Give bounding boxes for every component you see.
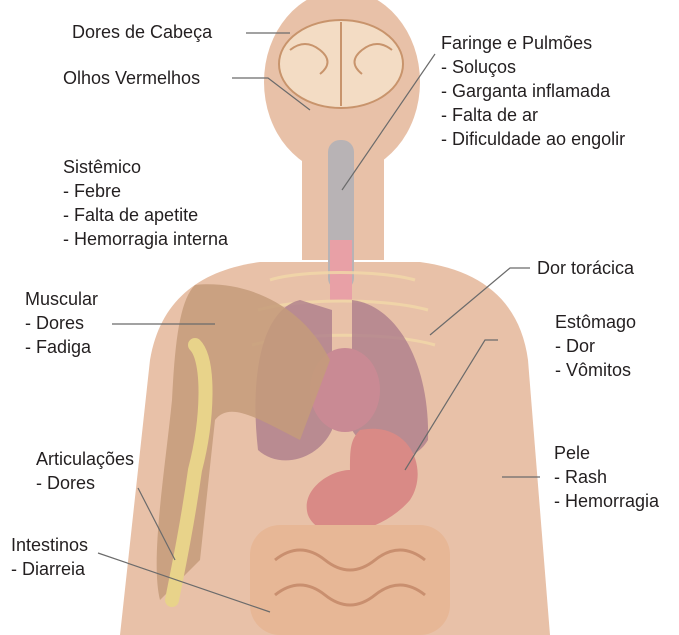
label-intestines: Intestinos - Diarreia [11,533,88,581]
label-systemic-item: - Falta de apetite [63,203,228,227]
label-joints-item: - Dores [36,471,134,495]
label-skin-title: Pele [554,441,659,465]
label-skin: Pele - Rash - Hemorragia [554,441,659,513]
label-muscular-item: - Dores [25,311,98,335]
label-joints-title: Articulações [36,447,134,471]
label-eyes: Olhos Vermelhos [63,66,200,90]
intestines-organ [250,525,450,635]
label-muscular: Muscular - Dores - Fadiga [25,287,98,359]
label-stomach-item: - Dor [555,334,636,358]
label-stomach-item: - Vômitos [555,358,636,382]
label-systemic-item: - Hemorragia interna [63,227,228,251]
label-pharynx-title: Faringe e Pulmões [441,31,625,55]
label-stomach-title: Estômago [555,310,636,334]
label-systemic: Sistêmico - Febre - Falta de apetite - H… [63,155,228,251]
label-skin-item: - Rash [554,465,659,489]
label-systemic-item: - Febre [63,179,228,203]
trachea [328,140,354,300]
label-headache-title: Dores de Cabeça [72,20,212,44]
label-muscular-item: - Fadiga [25,335,98,359]
label-pharynx-item: - Garganta inflamada [441,79,625,103]
label-pharynx-item: - Soluços [441,55,625,79]
label-chest: Dor torácica [537,256,634,280]
label-joints: Articulações - Dores [36,447,134,495]
label-intestines-title: Intestinos [11,533,88,557]
label-systemic-title: Sistêmico [63,155,228,179]
brain [279,20,403,108]
label-pharynx-item: - Falta de ar [441,103,625,127]
label-pharynx: Faringe e Pulmões - Soluços - Garganta i… [441,31,625,151]
label-headache: Dores de Cabeça [72,20,212,44]
label-skin-item: - Hemorragia [554,489,659,513]
label-intestines-item: - Diarreia [11,557,88,581]
label-eyes-title: Olhos Vermelhos [63,66,200,90]
label-chest-title: Dor torácica [537,256,634,280]
label-stomach: Estômago - Dor - Vômitos [555,310,636,382]
label-pharynx-item: - Dificuldade ao engolir [441,127,625,151]
label-muscular-title: Muscular [25,287,98,311]
